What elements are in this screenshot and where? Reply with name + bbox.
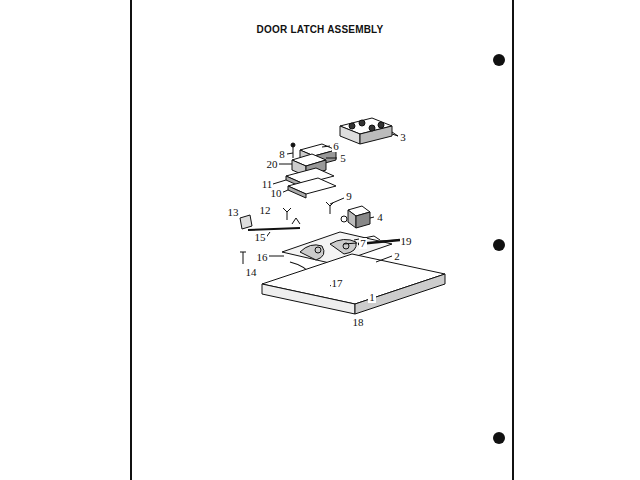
punch-hole — [493, 432, 505, 444]
leader-line — [262, 134, 400, 286]
callout-number: 15 — [254, 232, 267, 243]
page-edge — [130, 0, 132, 480]
rod — [248, 228, 300, 230]
callout-number: 9 — [345, 191, 353, 202]
rod-hook — [292, 218, 300, 224]
page-edge — [512, 0, 514, 480]
punch-hole — [493, 54, 505, 66]
terminal-block — [340, 118, 398, 144]
callout-number: 8 — [278, 149, 286, 160]
bracket — [240, 215, 252, 229]
punch-hole — [493, 239, 505, 251]
callout-number: 19 — [400, 236, 413, 247]
callout-number: 12 — [259, 205, 272, 216]
callout-number: 4 — [376, 212, 384, 223]
callout-number: 2 — [393, 251, 401, 262]
screw — [240, 252, 246, 264]
callout-number: 3 — [399, 132, 407, 143]
callout-number: 5 — [339, 153, 347, 164]
title: DOOR LATCH ASSEMBLY — [257, 24, 384, 35]
callout-number: 6 — [332, 141, 340, 152]
callout-number: 13 — [227, 207, 240, 218]
callout-number: 20 — [266, 159, 279, 170]
callout-number: 17 — [331, 278, 344, 289]
callout-number: 10 — [270, 188, 283, 199]
callout-number: 18 — [352, 317, 365, 328]
switch-stack — [286, 143, 336, 198]
callout-number: 14 — [245, 267, 258, 278]
screw — [283, 202, 334, 220]
solenoid — [341, 206, 370, 228]
callout-number: 1 — [368, 292, 376, 303]
callout-number: 7 — [359, 238, 367, 249]
callout-number: 16 — [256, 252, 269, 263]
base-plate — [262, 254, 445, 314]
